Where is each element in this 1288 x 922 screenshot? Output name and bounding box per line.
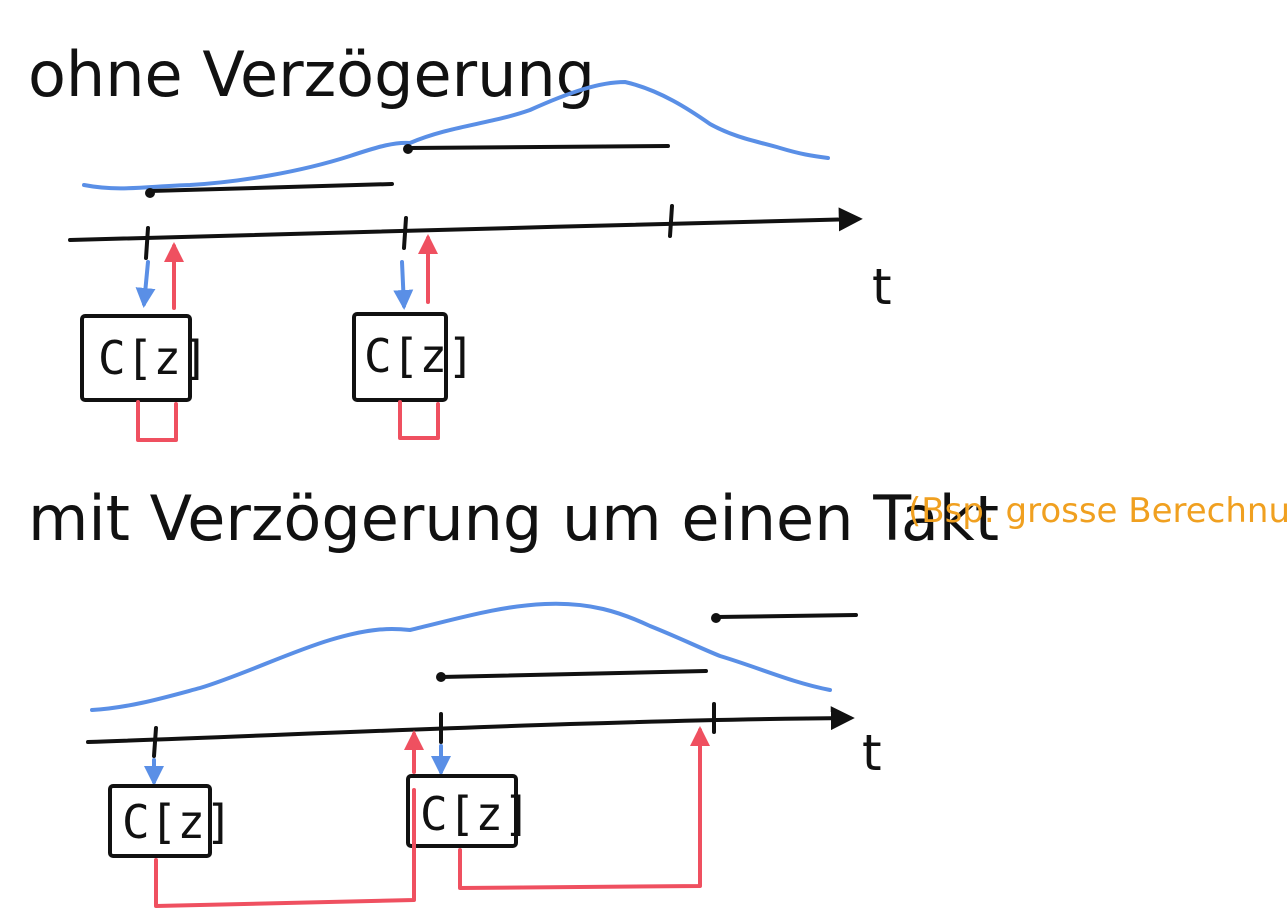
bottom-time-axis	[86, 706, 855, 744]
top-tick-3	[668, 204, 674, 238]
top-block-2-label: C[z]	[364, 329, 475, 383]
bottom-hold-segment-1	[439, 669, 708, 679]
top-input-arrow-2	[393, 260, 414, 310]
top-hold-segment-1	[148, 182, 394, 193]
top-block-1	[80, 314, 192, 402]
bottom-delayed-feedback-1	[154, 788, 416, 908]
bottom-block-2	[406, 774, 518, 848]
bottom-heading: mit Verzögerung um einen Takt	[28, 482, 999, 555]
top-block-1-label: C[z]	[98, 331, 209, 385]
top-feedback-1	[136, 400, 178, 442]
top-input-arrow-1	[135, 260, 156, 308]
top-axis-label: t	[872, 258, 892, 316]
top-time-axis	[68, 207, 863, 242]
bottom-delayed-feedback-2	[458, 726, 710, 890]
bottom-block-1	[108, 784, 212, 858]
bottom-axis-label: t	[862, 724, 882, 782]
top-hold-segment-2	[406, 144, 670, 150]
bottom-block-1-label: C[z]	[122, 795, 233, 849]
bottom-tick-1	[152, 726, 158, 758]
bottom-note: (Bsp. grosse Berechnung)	[908, 491, 1288, 531]
bottom-hold-segment-2	[714, 613, 858, 619]
bottom-section: mit Verzögerung um einen Takt (Bsp. gros…	[28, 482, 1288, 908]
bottom-continuous-signal	[90, 601, 832, 712]
top-feedback-2	[398, 400, 440, 440]
top-tick-1	[144, 226, 150, 260]
top-tick-2	[402, 216, 408, 250]
top-heading: ohne Verzögerung	[28, 38, 595, 111]
top-section: ohne Verzögerung t C[z] C[z]	[28, 38, 892, 442]
bottom-block-2-label: C[z]	[420, 787, 531, 841]
top-continuous-signal	[82, 80, 830, 191]
